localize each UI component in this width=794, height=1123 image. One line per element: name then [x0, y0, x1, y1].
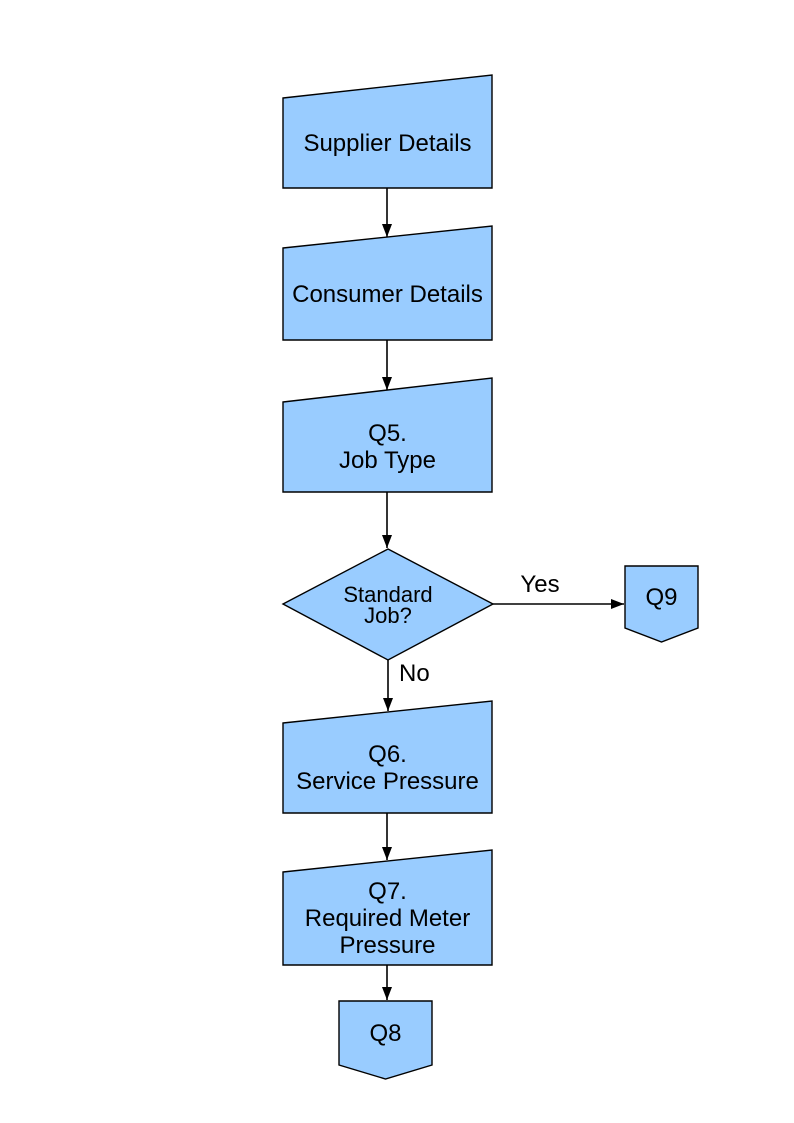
q6-service-pressure-node — [282, 700, 493, 814]
q7-required-meter-pressure-node — [282, 849, 493, 966]
q5-job-type-node — [282, 377, 493, 493]
standard-job-decision-node — [281, 548, 495, 661]
q8-offpage-connector-node — [338, 1000, 433, 1080]
supplier-details-node — [282, 74, 493, 189]
consumer-details-node — [282, 225, 493, 341]
q9-offpage-connector-node — [624, 565, 699, 643]
